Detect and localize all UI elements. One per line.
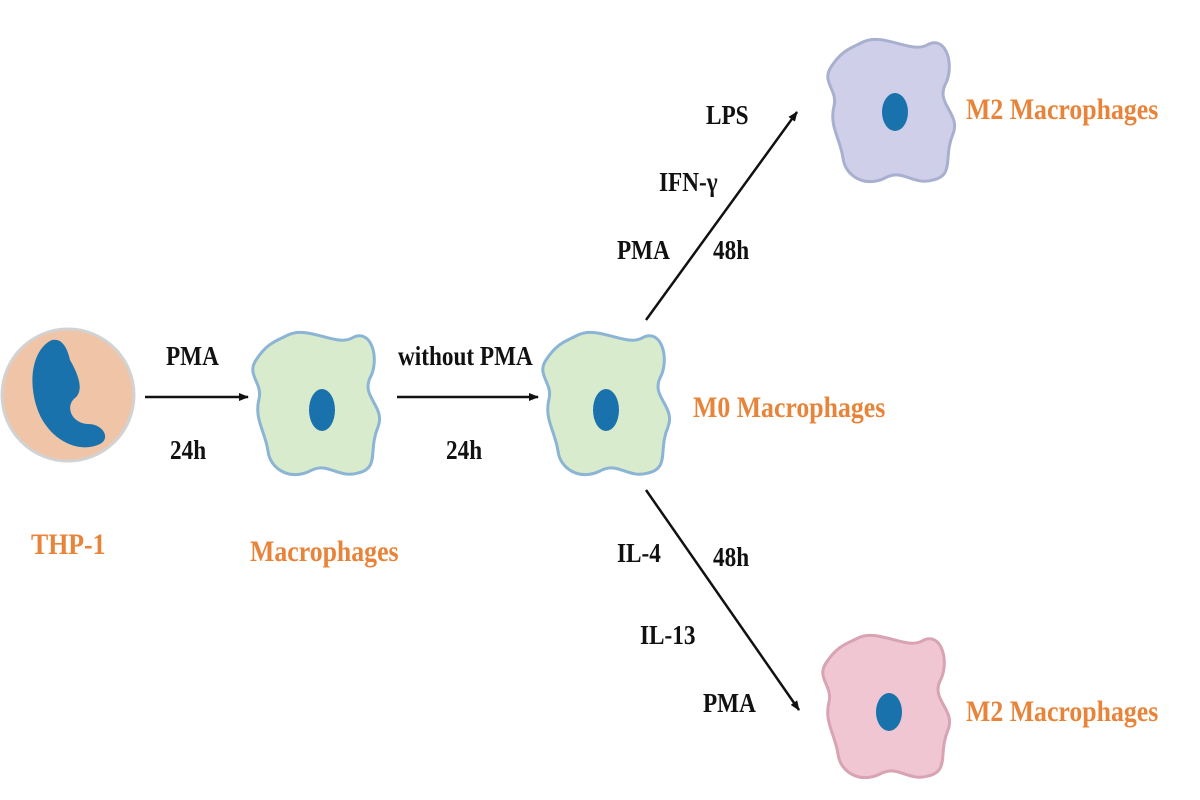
- lower-macrophage-nucleus: [876, 693, 902, 731]
- thp1-label: THP-1: [31, 528, 106, 561]
- step2-time: 24h: [446, 435, 483, 465]
- lower-reagent-2: IL-13: [640, 620, 696, 650]
- bottom-cell-label: M2 Macrophages: [966, 695, 1159, 728]
- upper-reagent-2: IFN-γ: [659, 167, 718, 197]
- arrow-upper: [644, 111, 799, 321]
- upper-macrophage-nucleus: [882, 93, 908, 131]
- m0-cell: [541, 330, 672, 477]
- thp1-nucleus: [32, 339, 106, 448]
- upper-time: 48h: [713, 235, 750, 265]
- m0-label: M0 Macrophages: [693, 391, 886, 424]
- upper-macrophage-cell: [826, 37, 957, 184]
- lower-macrophage-cell: [821, 633, 952, 780]
- step1-reagent: PMA: [166, 341, 219, 371]
- lower-reagent-1: IL-4: [617, 538, 661, 568]
- macrophage-nucleus: [309, 389, 335, 431]
- lower-reagent-3: PMA: [703, 688, 756, 718]
- thp1-cell: [0, 327, 136, 463]
- lower-time: 48h: [713, 542, 750, 572]
- step1-time: 24h: [170, 435, 207, 465]
- arrow-lower: [644, 489, 801, 711]
- upper-reagent-1: LPS: [706, 100, 749, 130]
- macrophage-cell: [251, 330, 382, 477]
- step2-reagent: without PMA: [398, 341, 533, 371]
- m0-nucleus: [593, 389, 619, 431]
- top-cell-label: M2 Macrophages: [966, 93, 1159, 126]
- upper-reagent-3: PMA: [617, 235, 670, 265]
- macrophages-label: Macrophages: [250, 535, 399, 568]
